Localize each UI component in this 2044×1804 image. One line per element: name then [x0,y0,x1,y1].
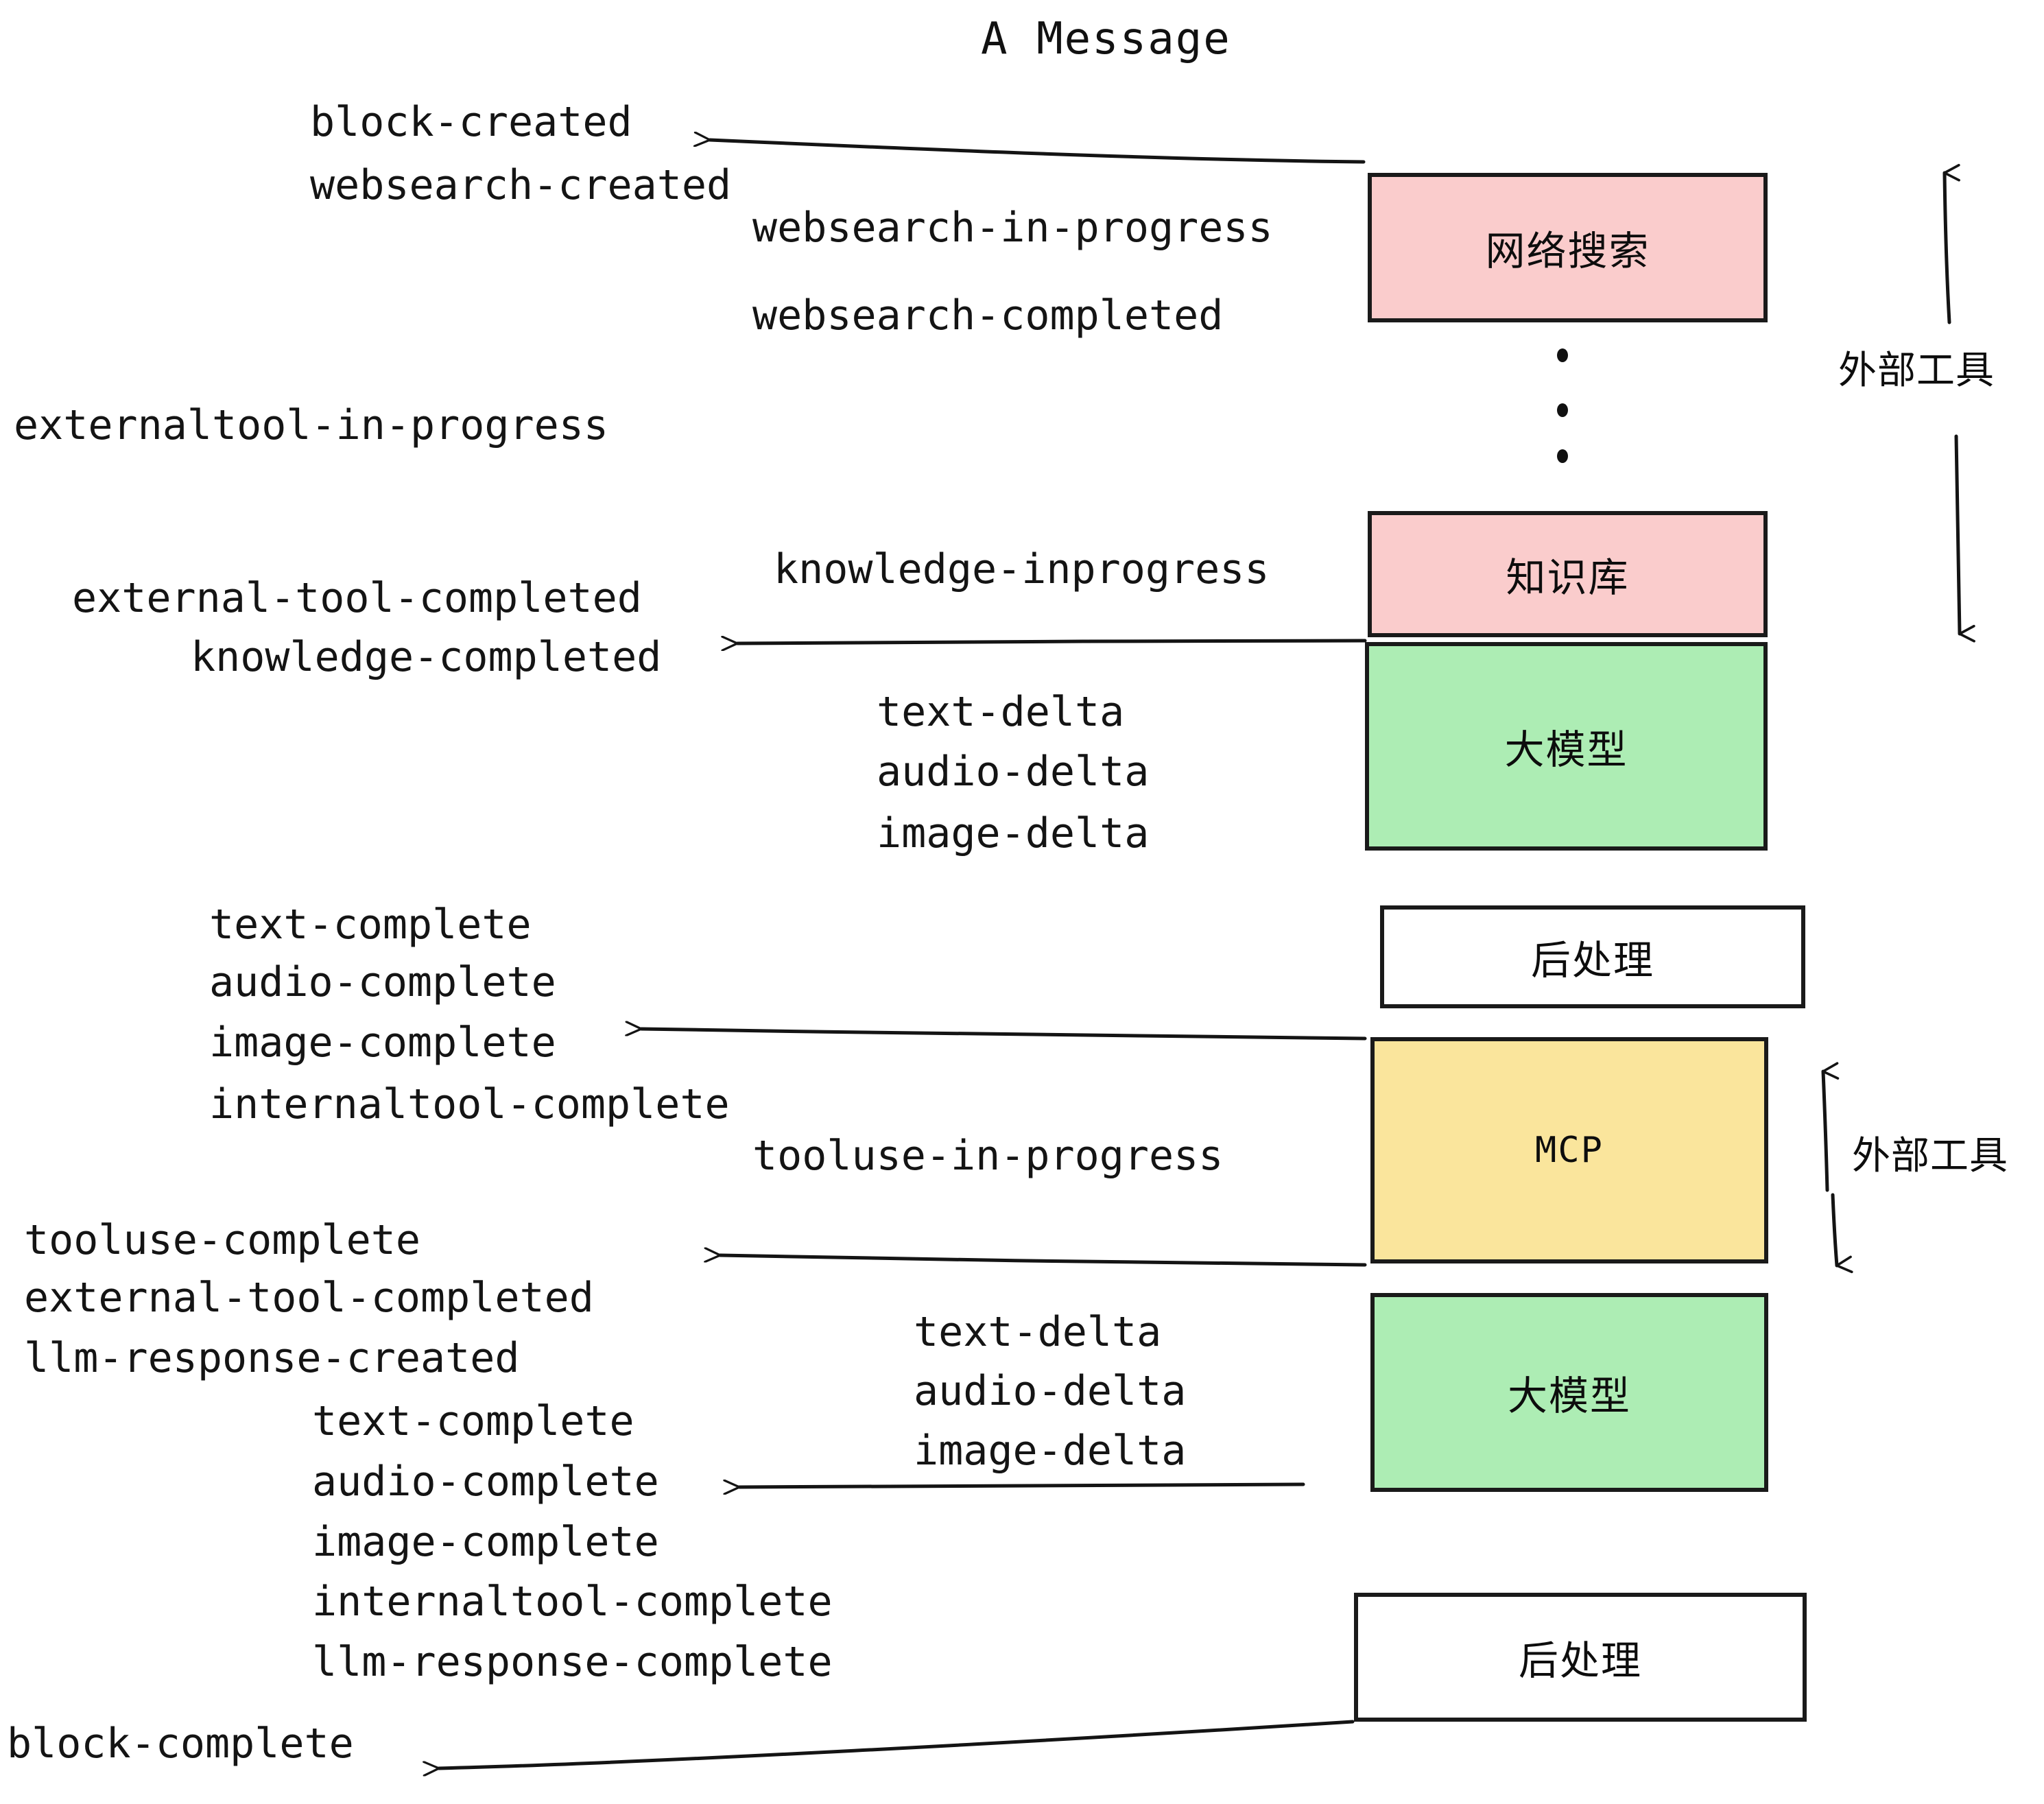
arrow-mcp-to-tooluse-complete [720,1255,1367,1267]
arrow-external-tools-bottom-down [1831,1193,1853,1274]
event-image-delta-second: image-delta [914,1427,1187,1475]
ellipsis-dot-3 [1557,449,1568,463]
event-tooluse-complete: tooluse-complete [24,1216,420,1264]
node-llm-first[interactable]: 大模型 [1365,642,1768,851]
node-postprocess-first-label: 后处理 [1530,937,1654,984]
event-image-complete-first: image-complete [209,1019,556,1067]
event-llm-response-complete: llm-response-complete [312,1638,833,1686]
arrow-llm-second-to-audio-complete [739,1484,1305,1487]
event-audio-delta-second: audio-delta [914,1367,1187,1415]
event-websearch-completed: websearch-completed [752,292,1224,340]
event-block-complete: block-complete [7,1720,354,1768]
arrow-external-tools-bottom-up [1821,1062,1840,1192]
event-websearch-created: websearch-created [310,161,732,209]
arrow-websearch-to-created [710,140,1366,164]
arrow-external-tools-top-up [1942,163,1960,324]
event-text-delta-first: text-delta [877,688,1125,736]
event-llm-response-created: llm-response-created [24,1334,520,1382]
event-knowledge-completed: knowledge-completed [191,633,662,681]
event-knowledge-inprogress: knowledge-inprogress [774,545,1270,593]
event-text-delta-second: text-delta [914,1308,1162,1356]
event-tooluse-in-progress: tooluse-in-progress [752,1132,1224,1180]
node-llm-second-label: 大模型 [1507,1373,1631,1419]
event-block-created: block-created [310,98,632,146]
node-postprocess-first[interactable]: 后处理 [1380,905,1805,1008]
arrow-knowledge-to-completed [737,641,1367,643]
node-knowledge[interactable]: 知识库 [1368,511,1768,637]
node-llm-first-label: 大模型 [1504,726,1628,773]
ellipsis-dot-1 [1557,348,1568,362]
node-postprocess-second-label: 后处理 [1518,1637,1642,1684]
event-text-complete-first: text-complete [209,901,532,949]
group-label-external-tools-bottom: 外部工具 [1852,1134,2008,1178]
arrow-postprocess-to-block-complete [439,1720,1355,1768]
diagram-title: A Message [981,14,1231,64]
event-audio-complete-second: audio-complete [312,1458,659,1506]
arrow-external-tools-top-down [1954,434,1975,643]
node-postprocess-second[interactable]: 后处理 [1354,1593,1807,1722]
event-internaltool-complete-second: internaltool-complete [312,1578,833,1626]
event-text-complete-second: text-complete [312,1397,634,1445]
arrow-postprocess-to-image-complete [641,1029,1367,1041]
group-label-external-tools-top: 外部工具 [1838,348,1995,393]
node-knowledge-label: 知识库 [1506,554,1630,601]
event-image-delta-first: image-delta [877,809,1150,857]
node-websearch-label: 网络搜索 [1485,228,1650,274]
node-mcp[interactable]: MCP [1370,1037,1768,1263]
event-internaltool-complete-first: internaltool-complete [209,1080,730,1128]
ellipsis-dot-2 [1557,403,1568,417]
node-llm-second[interactable]: 大模型 [1370,1293,1768,1492]
event-external-tool-completed-second: external-tool-completed [24,1274,594,1322]
event-websearch-in-progress: websearch-in-progress [752,204,1273,252]
event-image-complete-second: image-complete [312,1518,659,1566]
event-externaltool-in-progress: externaltool-in-progress [14,401,608,449]
event-external-tool-completed-first: external-tool-completed [72,574,642,622]
node-mcp-label: MCP [1535,1130,1604,1171]
node-websearch[interactable]: 网络搜索 [1368,173,1768,322]
event-audio-complete-first: audio-complete [209,958,556,1006]
event-audio-delta-first: audio-delta [877,748,1150,796]
